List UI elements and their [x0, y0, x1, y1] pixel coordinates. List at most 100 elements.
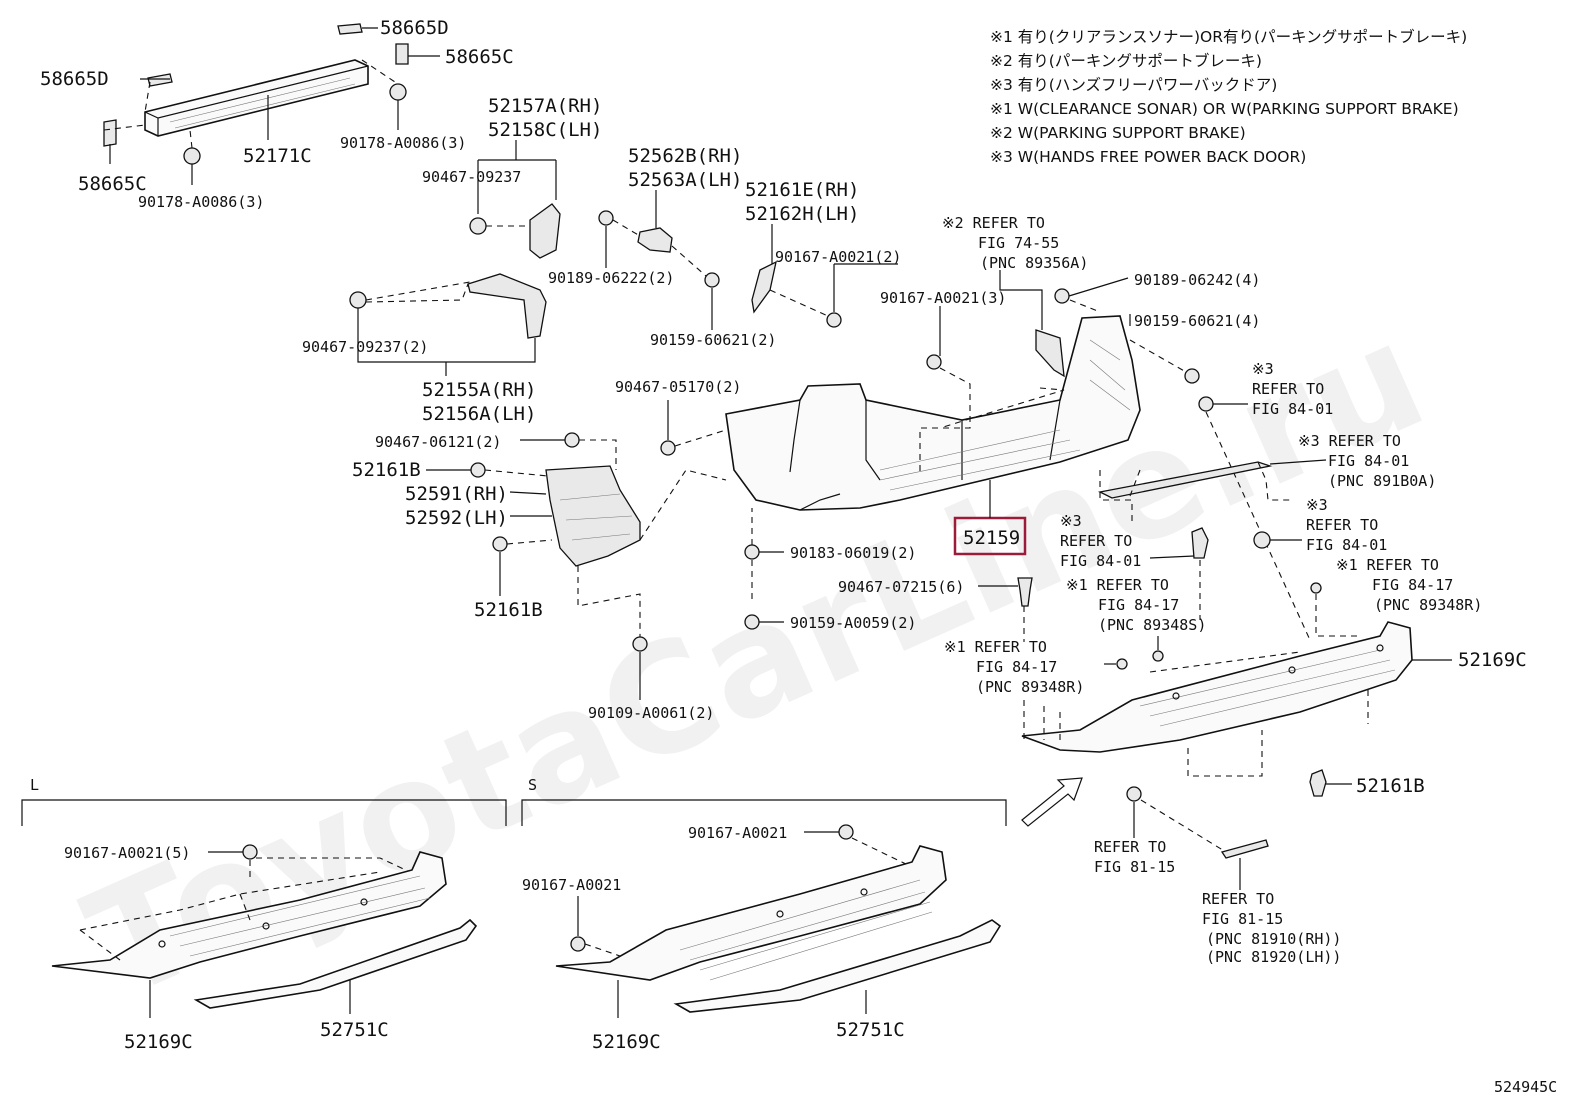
label-52592: 52592(LH)	[405, 507, 508, 529]
label-ref-81-15-b1: REFER TO	[1202, 890, 1274, 908]
S-label-90167-A0021-a: 90167-A0021	[688, 824, 787, 842]
label-58665C-left: 58665C	[78, 173, 147, 195]
note-1-jp: ※1 有り(クリアランスソナー)OR有り(パーキングサポートブレーキ)	[990, 27, 1467, 46]
sensor-ref-84-17-c	[1116, 658, 1128, 670]
L-clip-90167-A0021	[242, 844, 258, 860]
note-3-en: ※3 W(HANDS FREE POWER BACK DOOR)	[990, 148, 1306, 166]
label-90183-06019: 90183-06019(2)	[790, 544, 916, 562]
note-3-jp: ※3 有り(ハンズフリーパワーバックドア)	[990, 76, 1277, 94]
bracket-52157A[interactable]	[529, 203, 561, 259]
clip-52161B-a	[470, 462, 486, 478]
clip-90467-07215	[1017, 577, 1033, 607]
label-90467-09237: 90467-09237	[422, 168, 521, 186]
label-ref-84-17-c1: ※1 REFER TO	[944, 638, 1047, 656]
label-ref-84-17-b3: (PNC 89348S)	[1098, 616, 1206, 634]
S-label-52751C: 52751C	[836, 1019, 905, 1041]
label-ref-84-17-b1: ※1 REFER TO	[1066, 576, 1169, 594]
L-label-52751C: 52751C	[320, 1019, 389, 1041]
clip-ref-81-15	[1126, 786, 1142, 802]
L-protector-52751C[interactable]	[193, 918, 478, 1009]
label-ref-81-15-b3: (PNC 81910(RH))	[1206, 930, 1341, 948]
pad-58665D-top	[337, 23, 363, 35]
clip-90167-A0021-3	[926, 354, 942, 370]
diagram-code: 524945C	[1494, 1078, 1557, 1096]
S-clip-90167-A0021-a	[838, 824, 854, 840]
clip-52161B-right	[1309, 769, 1327, 797]
clip-ref-84-01-d	[1253, 531, 1271, 549]
nut-90178-left	[183, 147, 201, 165]
label-52161B-right: 52161B	[1356, 775, 1425, 797]
label-52162H: 52162H(LH)	[745, 203, 859, 225]
label-ref-84-17-c3: (PNC 89348R)	[976, 678, 1084, 696]
label-52171C: 52171C	[243, 145, 312, 167]
clip-90467-05170	[660, 440, 676, 456]
reflector-ref-81-15	[1220, 839, 1269, 859]
clip-90467-06121	[564, 432, 580, 448]
clip-52161B-b	[492, 536, 508, 552]
label-ref-84-01-c2: REFER TO	[1060, 532, 1132, 550]
pad-58665D-left	[147, 73, 173, 87]
label-ref-81-15-b2: FIG 81-15	[1202, 910, 1283, 928]
trim-52161E[interactable]	[751, 260, 777, 314]
label-ref-74-55-a: ※2 REFER TO	[942, 214, 1045, 232]
note-1-en: ※1 W(CLEARANCE SONAR) OR W(PARKING SUPPO…	[990, 100, 1459, 118]
arrow-icon	[1021, 777, 1083, 827]
clip-90167-A0021-2	[826, 312, 842, 328]
L-lower-garnish-52169C[interactable]	[51, 851, 447, 979]
label-52169C-right: 52169C	[1458, 649, 1527, 671]
label-90467-09237-2: 90467-09237(2)	[302, 338, 428, 356]
label-90159-A0059: 90159-A0059(2)	[790, 614, 916, 632]
L-label-90167-A0021: 90167-A0021(5)	[64, 844, 190, 862]
harness-891B0A[interactable]	[1097, 461, 1273, 499]
label-ref-81-15-b4: (PNC 81920(LH))	[1206, 948, 1341, 966]
label-ref-84-01-c1: ※3	[1060, 512, 1082, 530]
label-90159-60621-right: 90159-60621(4)	[1134, 312, 1260, 330]
label-ref-84-01-d3: FIG 84-01	[1306, 536, 1387, 554]
S-lower-garnish-52169C[interactable]	[555, 845, 947, 981]
S-label-90167-A0021-b: 90167-A0021	[522, 876, 621, 894]
section-label-l: L	[30, 776, 39, 794]
note-2-en: ※2 W(PARKING SUPPORT BRAKE)	[990, 124, 1246, 142]
section-bracket-l	[21, 799, 507, 826]
lower-garnish-52169C[interactable]	[1021, 621, 1413, 753]
label-ref-84-17-c2: FIG 84-17	[976, 658, 1057, 676]
sensor-bracket-89356A	[1035, 329, 1065, 378]
label-ref-81-15-a1: REFER TO	[1094, 838, 1166, 856]
label-ref-84-17-a1: ※1 REFER TO	[1336, 556, 1439, 574]
pad-58665C-left	[103, 119, 117, 147]
S-clip-90167-A0021-b	[570, 936, 586, 952]
bumper-cover-52159[interactable]	[725, 315, 1141, 511]
reinforcement-beam-52171C[interactable]	[144, 59, 369, 137]
label-90159-60621-left: 90159-60621(2)	[650, 331, 776, 349]
note-2-jp: ※2 有り(パーキングサポートブレーキ)	[990, 51, 1262, 70]
label-90178-right: 90178-A0086(3)	[340, 134, 466, 152]
sensor-ref-84-17-a	[1310, 582, 1322, 594]
pad-58665C-top	[395, 43, 409, 65]
label-90189-06242: 90189-06242(4)	[1134, 271, 1260, 289]
L-label-52169C: 52169C	[124, 1031, 193, 1053]
label-ref-74-55-b: FIG 74-55	[978, 234, 1059, 252]
section-bracket-s	[521, 799, 1007, 826]
label-58665D-top: 58665D	[380, 17, 449, 39]
bracket-52155A[interactable]	[467, 273, 547, 339]
nut-90178-right	[389, 83, 407, 101]
label-52161B-a: 52161B	[352, 459, 421, 481]
label-ref-84-17-a2: FIG 84-17	[1372, 576, 1453, 594]
bracket-52562B[interactable]	[637, 227, 673, 253]
label-90467-07215: 90467-07215(6)	[838, 578, 964, 596]
label-ref-84-01-c3: FIG 84-01	[1060, 552, 1141, 570]
label-90178-left: 90178-A0086(3)	[138, 193, 264, 211]
clip-ref-84-01-c	[1191, 527, 1209, 559]
label-58665D-left: 58665D	[40, 68, 109, 90]
label-ref-81-15-a2: FIG 81-15	[1094, 858, 1175, 876]
bolt-90159-60621-right	[1184, 368, 1200, 384]
label-90189-06222: 90189-06222(2)	[548, 269, 674, 287]
retainer-52591[interactable]	[545, 465, 641, 567]
label-52161E: 52161E(RH)	[745, 179, 859, 201]
label-ref-74-55-c: (PNC 89356A)	[980, 254, 1088, 272]
notes-block: ※1 有り(クリアランスソナー)OR有り(パーキングサポートブレーキ) ※2 有…	[990, 27, 1467, 166]
clip-90189-06242	[1054, 288, 1070, 304]
S-protector-52751C[interactable]	[673, 919, 1002, 1013]
label-52159[interactable]: 52159	[963, 527, 1020, 549]
